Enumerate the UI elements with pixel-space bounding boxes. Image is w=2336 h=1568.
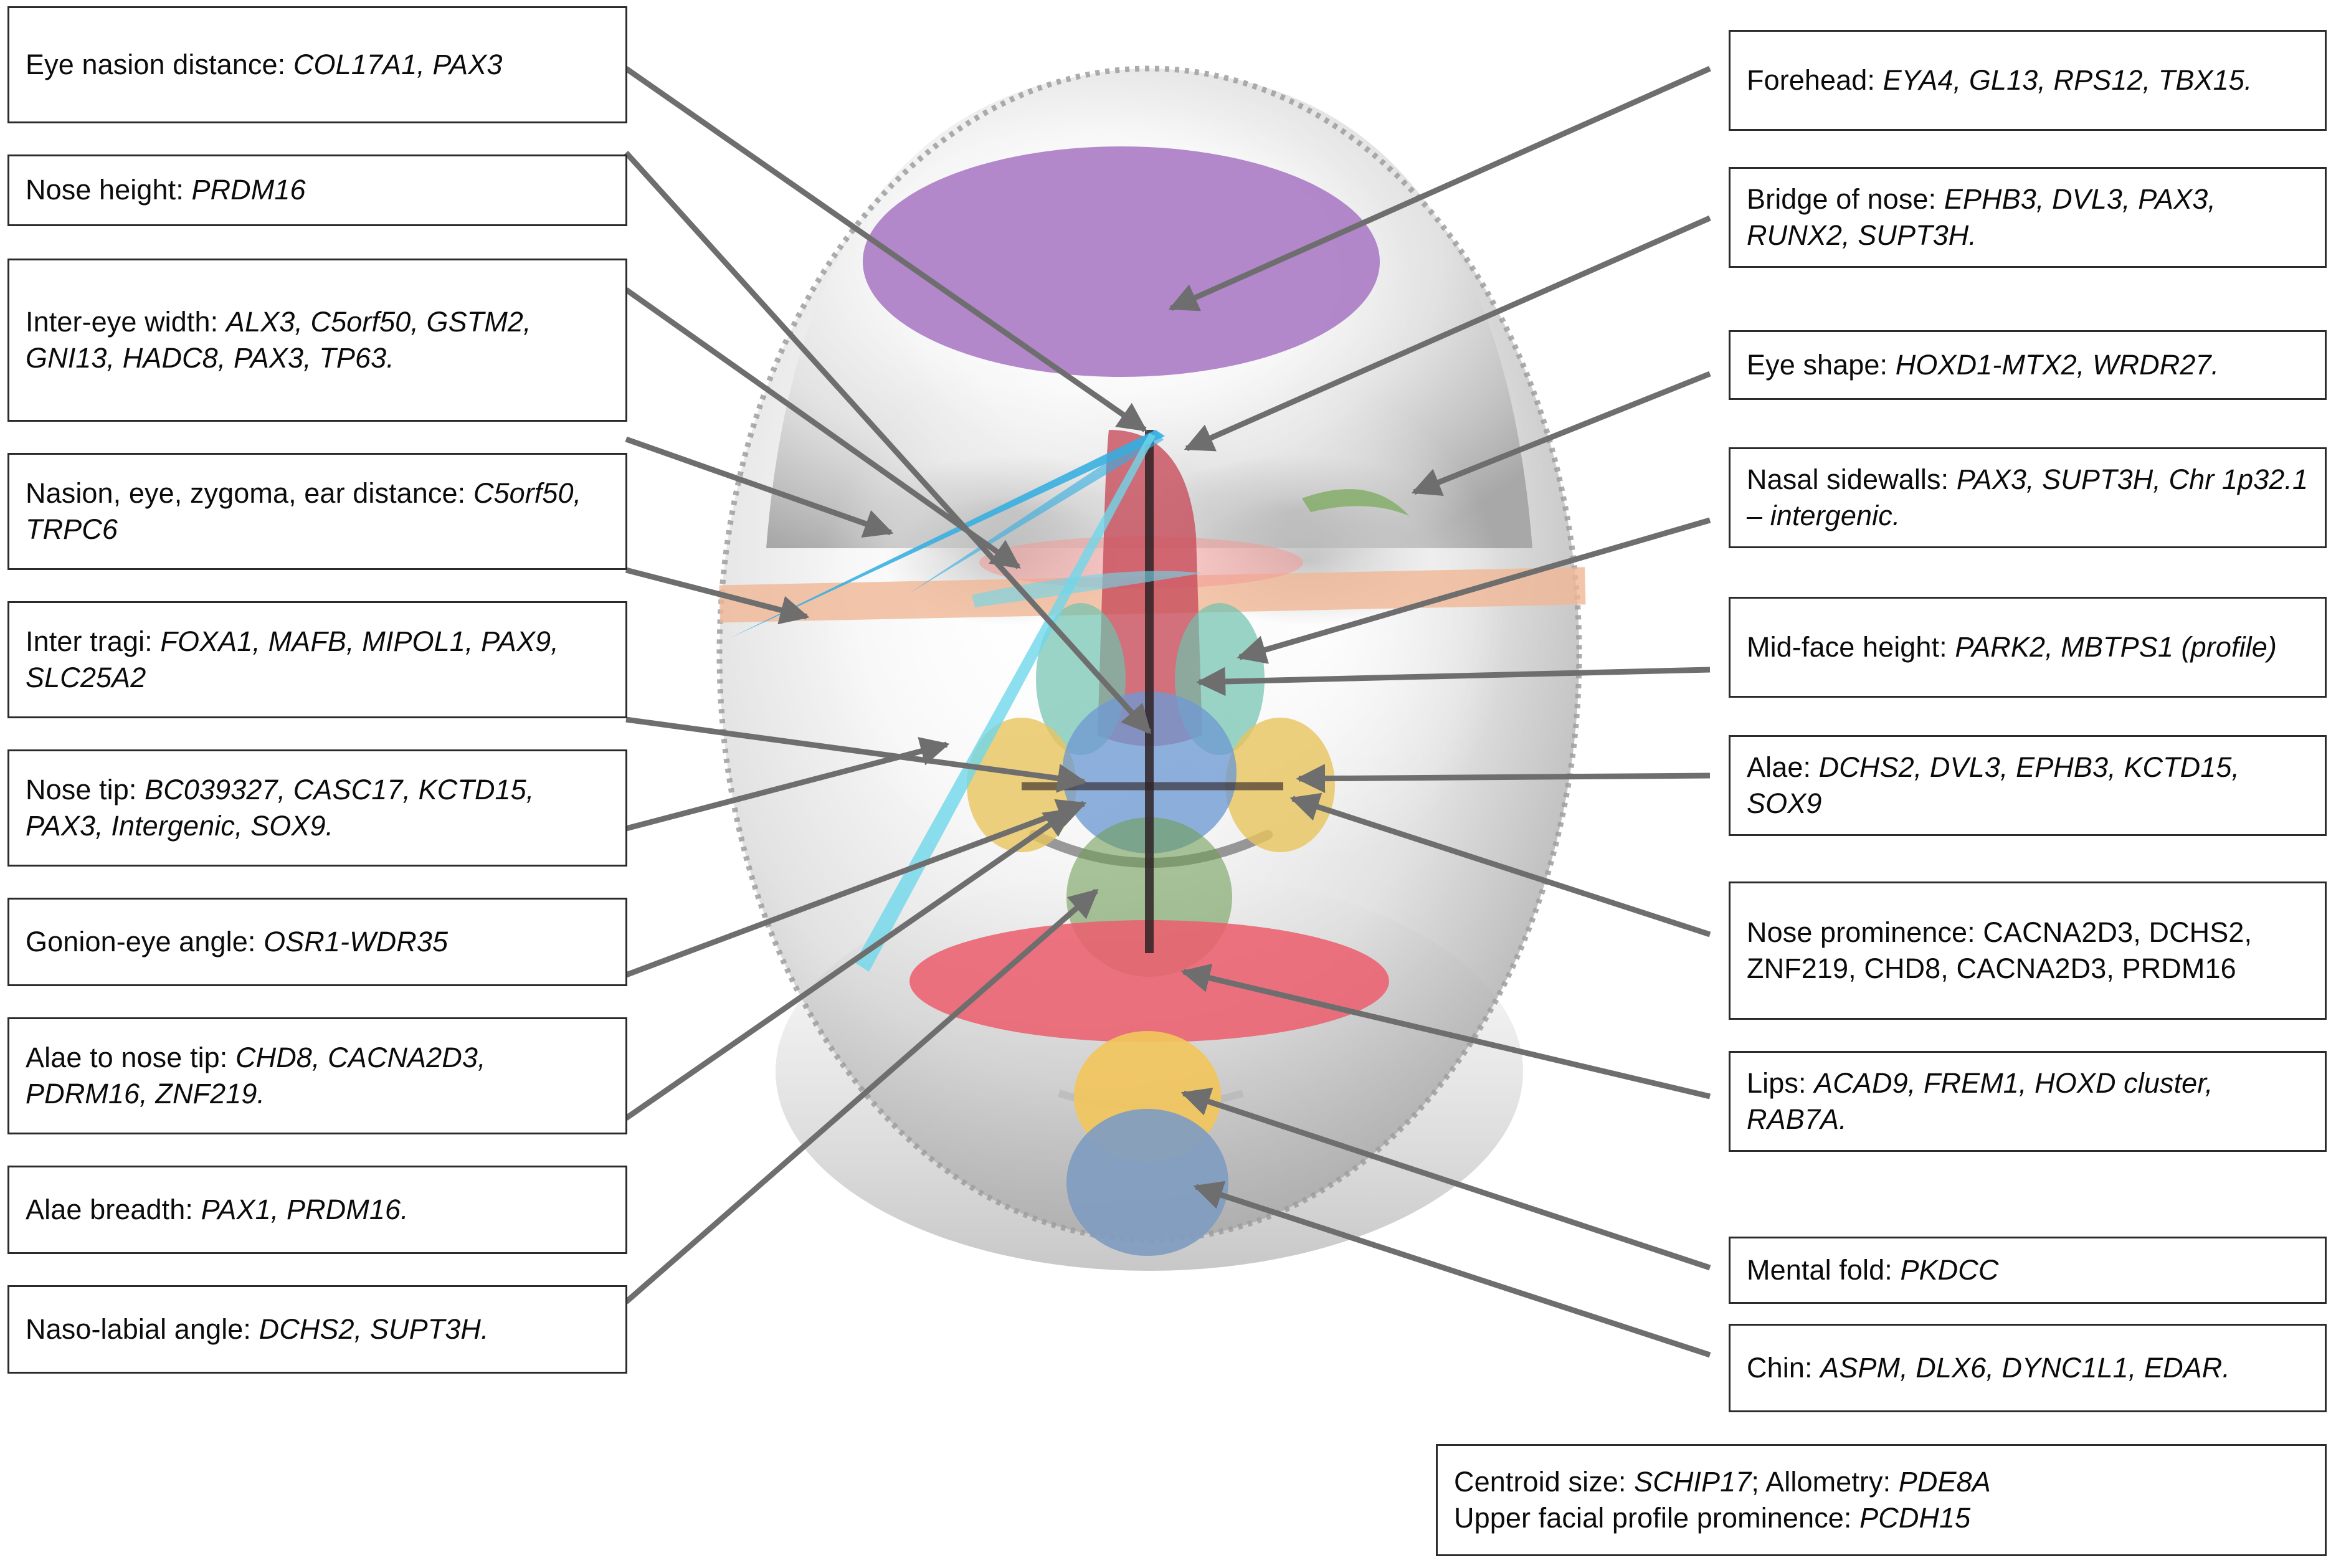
leader-naso-labial-angle: [624, 888, 1099, 1304]
leader-lips: [1180, 963, 1711, 1100]
leader-nose-prominence: [1289, 792, 1711, 938]
annotation-box-nose-height[interactable]: Nose height: PRDM16: [7, 154, 627, 226]
annotation-text: Alae breadth: PAX1, PRDM16.: [26, 1193, 409, 1225]
annotation-text: Lips: ACAD9, FREM1, HOXD cluster, RAB7A.: [1747, 1067, 2221, 1136]
annotation-box-chin[interactable]: Chin: ASPM, DLX6, DYNC1L1, EDAR.: [1729, 1324, 2327, 1412]
region-eye-shape: [1302, 489, 1409, 516]
annotation-box-inter-tragi[interactable]: Inter tragi: FOXA1, MAFB, MIPOL1, PAX9, …: [7, 601, 627, 718]
annotation-text: Eye nasion distance: COL17A1, PAX3: [26, 48, 503, 80]
annotation-text: Mental fold: PKDCC: [1747, 1253, 1999, 1286]
leader-eye-shape: [1411, 371, 1711, 497]
annotation-box-mental-fold[interactable]: Mental fold: PKDCC: [1729, 1237, 2327, 1304]
annotation-text: Centroid size: SCHIP17; Allometry: PDE8A…: [1454, 1465, 1991, 1534]
annotation-text: Nasion, eye, zygoma, ear distance: C5orf…: [26, 477, 589, 546]
region-mental-fold: [1074, 1031, 1221, 1162]
annotation-text: Mid-face height: PARK2, MBTPS1 (profile): [1747, 630, 2277, 663]
leader-nose-height: [624, 150, 1152, 734]
region-ala-right: [1225, 718, 1335, 852]
leader-nasion-eye-zygoma-ear: [625, 436, 894, 538]
region-lips: [909, 920, 1389, 1042]
region-ala-left: [967, 718, 1076, 852]
annotation-box-global-measures[interactable]: Centroid size: SCHIP17; Allometry: PDE8A…: [1436, 1444, 2327, 1556]
annotation-box-eye-nasion-distance[interactable]: Eye nasion distance: COL17A1, PAX3: [7, 6, 627, 123]
leader-nasal-sidewalls: [1237, 517, 1711, 664]
region-nose-tip: [1062, 691, 1237, 853]
region-naso-labial: [1066, 817, 1232, 977]
leader-mental-fold: [1180, 1088, 1711, 1271]
region-chin: [1066, 1109, 1228, 1256]
annotation-text: Bridge of nose: EPHB3, DVL3, PAX3, RUNX2…: [1747, 183, 2224, 252]
region-inter-eye-width: [979, 536, 1303, 589]
annotation-text: Eye shape: HOXD1-MTX2, WRDR27.: [1747, 348, 2220, 381]
annotation-text: Inter-eye width: ALX3, C5orf50, GSTM2, G…: [26, 305, 539, 374]
annotation-box-alae-to-nose-tip[interactable]: Alae to nose tip: CHD8, CACNA2D3, PDRM16…: [7, 1017, 627, 1134]
leader-gonion-eye-angle: [625, 737, 950, 832]
annotation-text: Nose height: PRDM16: [26, 174, 306, 206]
region-nasal-sidewall-right: [1175, 603, 1265, 755]
annotation-box-nose-tip[interactable]: Nose tip: BC039327, CASC17, KCTD15, PAX3…: [7, 749, 627, 867]
leader-alae-to-nose-tip: [625, 799, 1087, 978]
leader-nose-tip: [625, 716, 1087, 793]
annotation-text: Inter tragi: FOXA1, MAFB, MIPOL1, PAX9, …: [26, 625, 567, 694]
leader-bridge-of-nose: [1184, 215, 1711, 452]
annotation-box-gonion-eye-angle[interactable]: Gonion-eye angle: OSR1-WDR35: [7, 898, 627, 986]
annotation-text: Alae: DCHS2, DVL3, EPHB3, KCTD15, SOX9: [1747, 751, 2248, 820]
leader-mid-face-height: [1196, 667, 1711, 696]
leader-chin: [1193, 1181, 1711, 1358]
region-forehead: [863, 146, 1380, 377]
region-nasal-sidewall-left: [1036, 603, 1126, 755]
region-bridge-of-nose: [1098, 430, 1202, 746]
region-gonion-eye-angle: [855, 433, 1156, 972]
annotation-box-nasion-eye-zygoma-ear-distance[interactable]: Nasion, eye, zygoma, ear distance: C5orf…: [7, 453, 627, 570]
annotation-text: Alae to nose tip: CHD8, CACNA2D3, PDRM16…: [26, 1041, 494, 1110]
region-mid-face-height: [719, 567, 1586, 623]
annotation-text: Nose prominence: CACNA2D3, DCHS2, ZNF219…: [1747, 916, 2260, 985]
leader-alae: [1296, 764, 1711, 794]
annotation-text: Forehead: EYA4, GL13, RPS12, TBX15.: [1747, 64, 2253, 96]
leader-eye-nasion-distance: [624, 66, 1147, 432]
annotation-box-alae[interactable]: Alae: DCHS2, DVL3, EPHB3, KCTD15, SOX9: [1729, 735, 2327, 836]
annotation-text: Nasal sidewalls: PAX3, SUPT3H, Chr 1p32.…: [1747, 463, 2316, 532]
annotation-box-forehead[interactable]: Forehead: EYA4, GL13, RPS12, TBX15.: [1729, 30, 2327, 131]
annotation-box-nasal-sidewalls[interactable]: Nasal sidewalls: PAX3, SUPT3H, Chr 1p32.…: [1729, 447, 2327, 548]
annotation-text: Naso-labial angle: DCHS2, SUPT3H.: [26, 1313, 489, 1345]
leader-inter-tragi: [625, 567, 810, 625]
leader-inter-eye-width: [624, 287, 1021, 569]
leader-alae-breadth: [624, 807, 1074, 1121]
annotation-box-nose-prominence[interactable]: Nose prominence: CACNA2D3, DCHS2, ZNF219…: [1729, 881, 2327, 1020]
annotation-text: Gonion-eye angle: OSR1-WDR35: [26, 925, 449, 957]
leader-forehead: [1168, 65, 1711, 311]
annotation-box-inter-eye-width[interactable]: Inter-eye width: ALX3, C5orf50, GSTM2, G…: [7, 259, 627, 422]
region-nasion-eye-zygoma-ear: [729, 430, 1165, 639]
annotation-box-alae-breadth[interactable]: Alae breadth: PAX1, PRDM16.: [7, 1166, 627, 1254]
annotation-box-eye-shape[interactable]: Eye shape: HOXD1-MTX2, WRDR27.: [1729, 330, 2327, 400]
annotation-text: Chin: ASPM, DLX6, DYNC1L1, EDAR.: [1747, 1351, 2230, 1384]
annotation-box-naso-labial-angle[interactable]: Naso-labial angle: DCHS2, SUPT3H.: [7, 1285, 627, 1374]
annotation-box-lips[interactable]: Lips: ACAD9, FREM1, HOXD cluster, RAB7A.: [1729, 1051, 2327, 1152]
annotation-box-mid-face-height[interactable]: Mid-face height: PARK2, MBTPS1 (profile): [1729, 597, 2327, 698]
annotation-text: Nose tip: BC039327, CASC17, KCTD15, PAX3…: [26, 773, 543, 842]
annotation-box-bridge-of-nose[interactable]: Bridge of nose: EPHB3, DVL3, PAX3, RUNX2…: [1729, 167, 2327, 268]
